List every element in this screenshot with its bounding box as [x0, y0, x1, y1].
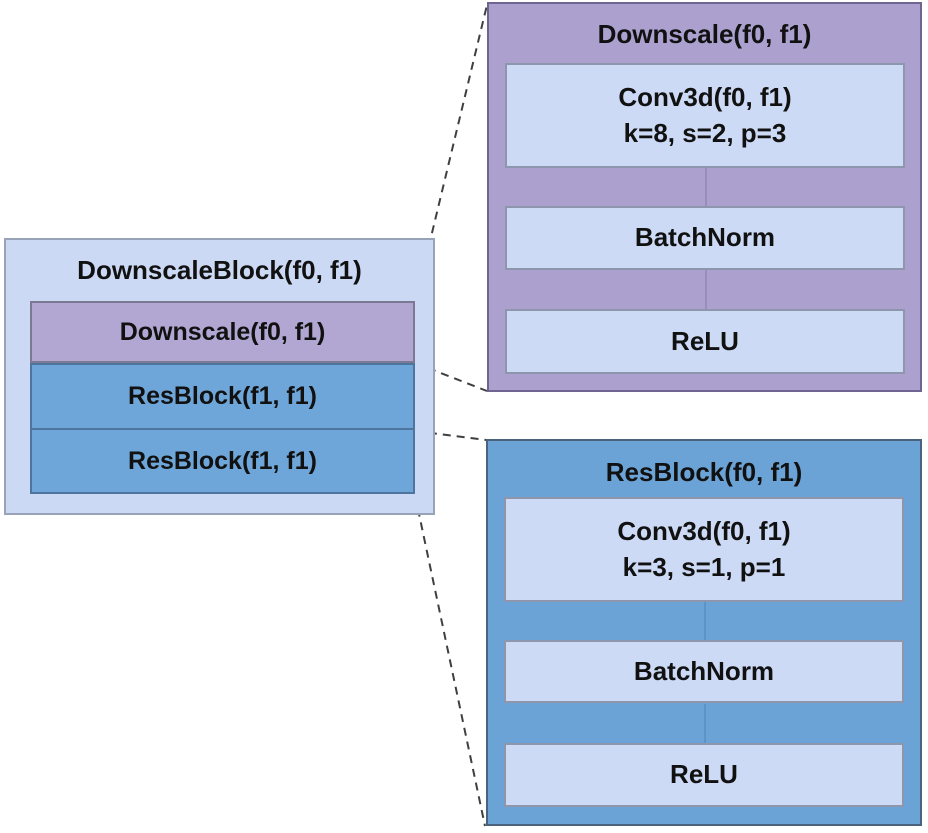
layer-connector: [705, 269, 707, 312]
conv3d-layer-box: Conv3d(f0, f1) k=3, s=1, p=1: [504, 497, 904, 602]
batchnorm-layer-name: BatchNorm: [634, 222, 776, 253]
resblock-sub-block-1: ResBlock(f1, f1): [30, 363, 415, 430]
resblock-sub-block-2: ResBlock(f1, f1): [30, 428, 415, 494]
relu-layer-box: ReLU: [504, 743, 904, 807]
downscale-detail-panel: Downscale(f0, f1) Conv3d(f0, f1) k=8, s=…: [487, 2, 922, 392]
layer-connector: [704, 602, 706, 643]
relu-layer-name: ReLU: [671, 325, 739, 356]
layer-connector: [705, 167, 707, 209]
downscale-sub-block: Downscale(f0, f1): [30, 301, 415, 363]
downscale-detail-title: Downscale(f0, f1): [597, 18, 812, 49]
relu-layer-box: ReLU: [505, 309, 905, 374]
batchnorm-layer-box: BatchNorm: [504, 640, 904, 703]
conv3d-layer-params: k=3, s=1, p=1: [622, 551, 786, 582]
zoom-line-resblock-bottom: [414, 494, 486, 827]
resblock-detail-panel: ResBlock(f0, f1) Conv3d(f0, f1) k=3, s=1…: [486, 439, 922, 826]
batchnorm-layer-name: BatchNorm: [633, 655, 775, 686]
layer-connector: [704, 704, 706, 745]
conv3d-layer-params: k=8, s=2, p=3: [623, 117, 787, 148]
batchnorm-layer-box: BatchNorm: [505, 206, 905, 270]
conv3d-layer-name: Conv3d(f0, f1): [618, 82, 792, 113]
resblock-detail-title: ResBlock(f0, f1): [605, 456, 803, 487]
relu-layer-name: ReLU: [670, 759, 738, 790]
conv3d-layer-name: Conv3d(f0, f1): [617, 516, 791, 547]
downscale-block-title: DownscaleBlock(f0, f1): [77, 254, 362, 285]
conv3d-layer-box: Conv3d(f0, f1) k=8, s=2, p=3: [505, 63, 905, 168]
